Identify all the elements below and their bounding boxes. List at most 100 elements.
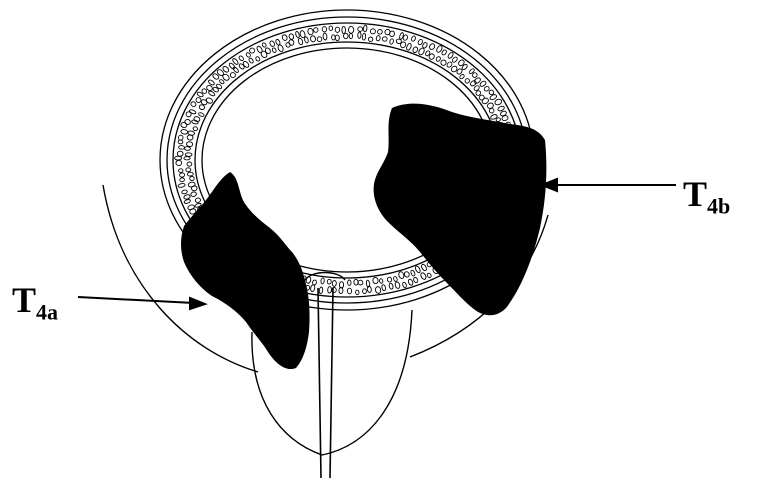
wall-cell	[421, 263, 428, 271]
wall-cell	[451, 56, 458, 63]
wall-cell	[180, 178, 185, 183]
wall-cell	[185, 111, 191, 117]
wall-cell	[288, 39, 294, 46]
wall-cell	[319, 287, 323, 294]
wall-cell	[406, 43, 412, 51]
label-t4b-main: T	[683, 174, 707, 214]
wall-cell	[184, 199, 191, 204]
wall-cell	[242, 60, 250, 68]
wall-cell	[176, 160, 182, 165]
wall-cell	[413, 277, 419, 284]
wall-cell	[426, 273, 431, 279]
wall-cell	[402, 282, 407, 288]
wall-cell	[354, 279, 359, 285]
wall-cell	[272, 47, 277, 53]
label-t4b: T4b	[683, 176, 730, 212]
wall-cell	[387, 277, 392, 283]
wall-cell	[398, 271, 405, 279]
wall-cell	[187, 172, 193, 176]
wall-cell	[342, 26, 346, 33]
wall-cell	[349, 34, 352, 39]
wall-cell	[435, 56, 441, 62]
wall-cell	[347, 288, 351, 294]
wall-cell	[375, 286, 381, 294]
wall-cell	[348, 26, 353, 33]
wall-cell	[368, 37, 373, 42]
wall-cell	[377, 29, 382, 34]
arrow-t4b	[542, 179, 676, 191]
wall-cell	[181, 189, 187, 194]
wall-cell	[329, 26, 333, 31]
wall-cell	[362, 33, 366, 40]
wall-cell	[186, 141, 193, 147]
wall-cell	[262, 42, 267, 48]
wall-cell	[181, 129, 189, 135]
wall-cell	[177, 151, 183, 156]
wall-cell	[317, 36, 322, 42]
wall-cell	[238, 63, 245, 70]
central-tube	[318, 288, 333, 478]
wall-cell	[198, 112, 205, 117]
wall-cell	[440, 59, 447, 66]
wall-cell	[381, 284, 386, 291]
wall-cell	[313, 27, 318, 32]
wall-cell	[422, 42, 428, 49]
wall-cell	[372, 277, 378, 284]
wall-cell	[193, 116, 200, 122]
wall-cell	[393, 276, 398, 282]
wall-cell	[187, 204, 195, 211]
wall-cell	[441, 49, 447, 56]
wall-cell	[189, 109, 197, 115]
wall-cell	[404, 271, 411, 278]
wall-cell	[187, 162, 192, 166]
wall-cell	[321, 278, 325, 284]
wall-cell	[411, 35, 416, 41]
wall-cell	[216, 83, 223, 89]
wall-cell	[219, 79, 225, 85]
wall-cell	[178, 183, 186, 188]
label-t4a-main: T	[12, 280, 36, 320]
wall-cell	[322, 26, 327, 32]
wall-cell	[327, 279, 331, 284]
label-t4a: T4a	[12, 282, 58, 318]
wall-cell	[394, 281, 400, 289]
wall-cell	[307, 28, 314, 35]
wall-cell	[299, 30, 305, 38]
arrow-t4a	[78, 297, 205, 309]
wall-cell	[175, 156, 182, 160]
wall-cell	[457, 59, 465, 67]
wall-cell	[414, 265, 421, 273]
wall-cell	[417, 39, 423, 46]
label-t4b-sub: 4b	[707, 194, 730, 219]
wall-cell	[335, 35, 339, 41]
wall-cell	[355, 290, 359, 295]
wall-cell	[180, 122, 187, 128]
wall-cell	[184, 157, 190, 160]
wall-cell	[389, 283, 394, 290]
wall-cell	[461, 63, 468, 70]
wall-cell	[362, 289, 366, 294]
wall-cell	[358, 27, 363, 32]
wall-cell	[186, 168, 191, 172]
wall-cell	[343, 33, 348, 38]
wall-cell	[459, 74, 465, 80]
label-t4a-sub: 4a	[36, 300, 58, 325]
wall-cell	[184, 119, 191, 125]
wall-cell	[295, 31, 300, 38]
wall-cell	[178, 145, 184, 149]
wall-cell	[310, 35, 316, 42]
wall-cell	[358, 280, 363, 285]
wall-cell	[190, 191, 197, 197]
wall-cell	[189, 176, 194, 181]
wall-cell	[281, 34, 288, 41]
wall-cell	[178, 169, 183, 173]
wall-cell	[332, 280, 336, 286]
wall-cell	[412, 46, 418, 53]
wall-cell	[464, 78, 470, 84]
wall-cell	[212, 86, 219, 93]
wall-cell	[264, 47, 271, 54]
wall-cell	[487, 102, 495, 109]
wall-cell	[389, 38, 394, 44]
